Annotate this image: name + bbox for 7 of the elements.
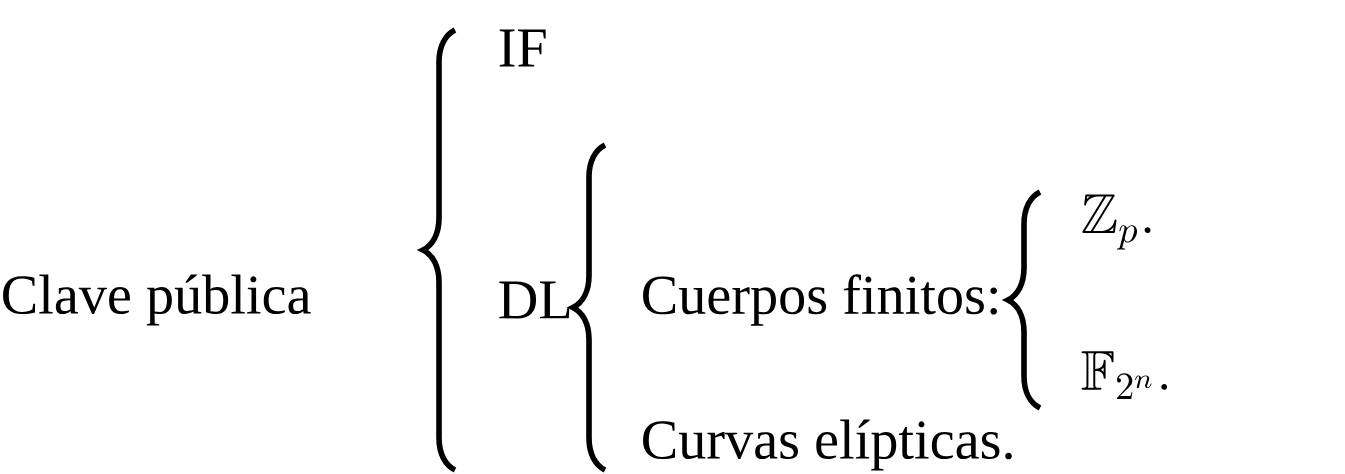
math-label: $\mathbb{F}_{2^n}.$ bbox=[1081, 351, 1168, 399]
math-label: $\mathbb{Z}_p.$ bbox=[1082, 194, 1151, 250]
label-text: Cuerpos finitos: bbox=[643, 274, 997, 326]
label-text: IF bbox=[499, 29, 546, 67]
label-text: Clave pública bbox=[3, 274, 311, 326]
label-text: DL bbox=[499, 281, 570, 319]
label-text: Curvas elípticas. bbox=[643, 419, 1012, 471]
